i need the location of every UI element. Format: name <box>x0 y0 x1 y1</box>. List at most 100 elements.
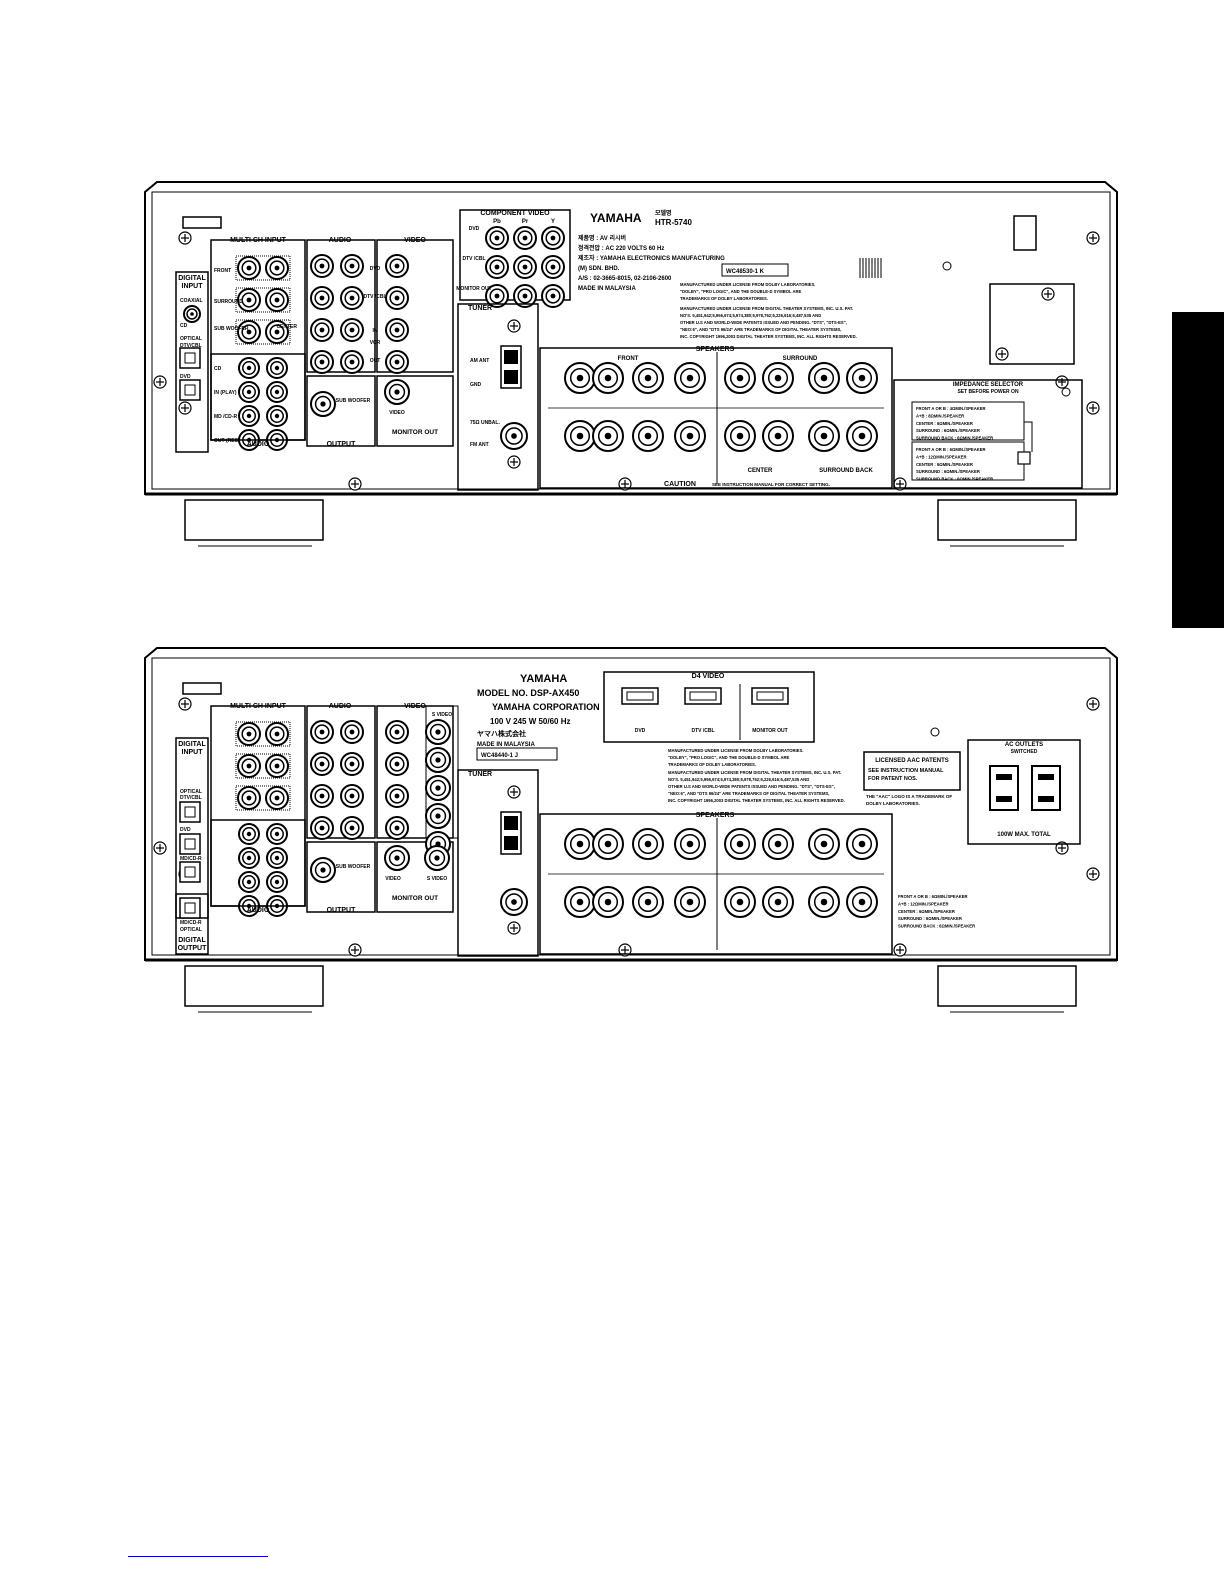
multi-row-label: SUB WOOFER <box>214 326 249 332</box>
digital-label-dtv: DTV/CBL <box>180 795 202 801</box>
jack-pin <box>820 432 828 440</box>
impedance-line: SURROUND : 6ΩMIN./SPEAKER <box>898 916 962 921</box>
jack-shade <box>235 721 291 747</box>
jack-ring <box>389 724 405 740</box>
dolby-text: TRADEMARKS OF DOLBY LABORATORIES. <box>668 762 756 767</box>
right-foot <box>937 499 1077 541</box>
jack-ring <box>242 875 256 889</box>
jack-pin <box>434 855 440 861</box>
component-video-header: COMPONENT VIDEO <box>480 210 550 217</box>
audio-bottom-header: AUDIO <box>247 907 270 914</box>
jack-ring <box>314 258 330 274</box>
jack-pin <box>274 855 280 861</box>
multi-row-label: FRONT <box>214 268 231 274</box>
jack-pin <box>246 831 252 837</box>
tuner-header: TUNER <box>468 771 492 778</box>
model-number: HTR-5740 <box>655 218 692 227</box>
label-line: 제조자 : YAMAHA ELECTRONICS MANUFACTURING <box>578 254 725 262</box>
jack-pin <box>858 432 866 440</box>
jack-ring <box>242 851 256 865</box>
aac-logo-note: THE "AAC" LOGO IS A TRADEMARK OF <box>866 794 952 799</box>
serial-number: WC48440-1 J <box>481 753 518 759</box>
jack-ring <box>269 324 285 340</box>
jack-pin <box>686 898 694 906</box>
jack-pin <box>686 840 694 848</box>
jack-ring <box>389 820 405 836</box>
jack-pin <box>435 813 441 819</box>
jack-ring <box>429 779 447 797</box>
jack-ring <box>269 726 285 742</box>
jack-ring <box>813 425 835 447</box>
jack-pin <box>550 293 556 299</box>
jack-ring <box>388 383 406 401</box>
jack-pin <box>274 389 280 395</box>
jack-ring <box>813 891 835 913</box>
impedance-line: SURROUND : 6ΩMIN./SPEAKER <box>916 469 980 474</box>
jack-pin <box>576 840 584 848</box>
outlet-slot <box>996 796 1012 802</box>
jack-pin <box>274 365 280 371</box>
dts-text: OTHER U.S AND WORLD-WIDE PATENTS ISSUED … <box>668 784 835 789</box>
label-plate-slot <box>182 682 222 695</box>
jack-pin <box>394 263 400 269</box>
av-row-label: VCR <box>370 340 381 346</box>
output-header: OUTPUT <box>327 441 357 448</box>
jack-ring <box>729 891 751 913</box>
audio-row-label: MD /CD-R <box>214 414 237 420</box>
speakers-panel <box>539 813 893 955</box>
digital-label-dtv: DTV/CBL <box>180 343 202 349</box>
multi-row-label: CENTER <box>276 324 297 330</box>
jack-pin <box>349 295 355 301</box>
impedance-line: FRONT A OR B : 6ΩMIN./SPEAKER <box>898 894 968 899</box>
jack-pin <box>394 729 400 735</box>
serial-number: WC48530-1 K <box>726 269 765 275</box>
jack-pin <box>190 312 194 316</box>
brand-yamaha: YAMAHA <box>590 211 642 225</box>
jack-ring <box>517 230 533 246</box>
jack-ring <box>186 308 198 320</box>
jack-ring <box>242 361 256 375</box>
jack-ring <box>344 322 360 338</box>
multi-row-label: SURROUND <box>214 299 243 305</box>
jack-ring <box>269 260 285 276</box>
jack-pin <box>246 855 252 861</box>
subwoofer-label: SUB WOOFER <box>336 864 371 870</box>
jack-pin <box>820 898 828 906</box>
jack-pin <box>604 432 612 440</box>
aac-body: FOR PATENT NOS. <box>868 776 918 782</box>
dolby-text: TRADEMARKS OF DOLBY LABORATORIES. <box>680 296 768 301</box>
jack-ring <box>344 354 360 370</box>
audio-header: AUDIO <box>329 703 352 710</box>
impedance-line: SURROUND BACK : 6ΩMIN./SPEAKER <box>898 924 975 929</box>
optical-port-inner <box>184 902 196 914</box>
d4-connector-inner <box>689 691 717 701</box>
brand-yamaha: YAMAHA <box>520 673 567 685</box>
jack-pin <box>550 235 556 241</box>
dts-text: INC. COPYRIGHT 1996,2003 DIGITAL THEATER… <box>668 798 845 803</box>
serial-box <box>476 747 558 761</box>
dolby-text: "DOLBY", "PRO LOGIC", AND THE DOUBLE-D S… <box>668 755 790 760</box>
left-foot <box>184 965 324 1007</box>
jack-ring <box>489 259 505 275</box>
ac-outlet-icon <box>989 765 1019 811</box>
jack-pin <box>274 329 280 335</box>
jack-pin <box>246 365 252 371</box>
jack-pin <box>644 374 652 382</box>
japanese-corp: ヤマハ株式会社 <box>477 729 526 738</box>
jack-ring <box>270 851 284 865</box>
ac-switched-label: SWITCHED <box>1011 749 1038 755</box>
jack-pin <box>246 297 252 303</box>
digital-input-panel <box>175 271 209 453</box>
jack-pin <box>319 761 325 767</box>
jack-ring <box>314 861 332 879</box>
rating: 100 V 245 W 50/60 Hz <box>490 717 571 726</box>
speakers-header: SPEAKERS <box>696 812 735 819</box>
jack-ring <box>241 726 257 742</box>
jack-pin <box>604 374 612 382</box>
dolby-text: MANUFACTURED UNDER LICENSE FROM DOLBY LA… <box>680 282 815 287</box>
footer-link-line[interactable] <box>128 1556 268 1557</box>
power-cord-block <box>1013 215 1037 251</box>
ac-outlets-header: AC OUTLETS <box>1005 742 1043 748</box>
dts-text: "NEO:6", AND "DTS 96/24" ARE TRADEMARKS … <box>668 791 829 796</box>
ac-total-label: 100W MAX. TOTAL <box>997 832 1051 838</box>
